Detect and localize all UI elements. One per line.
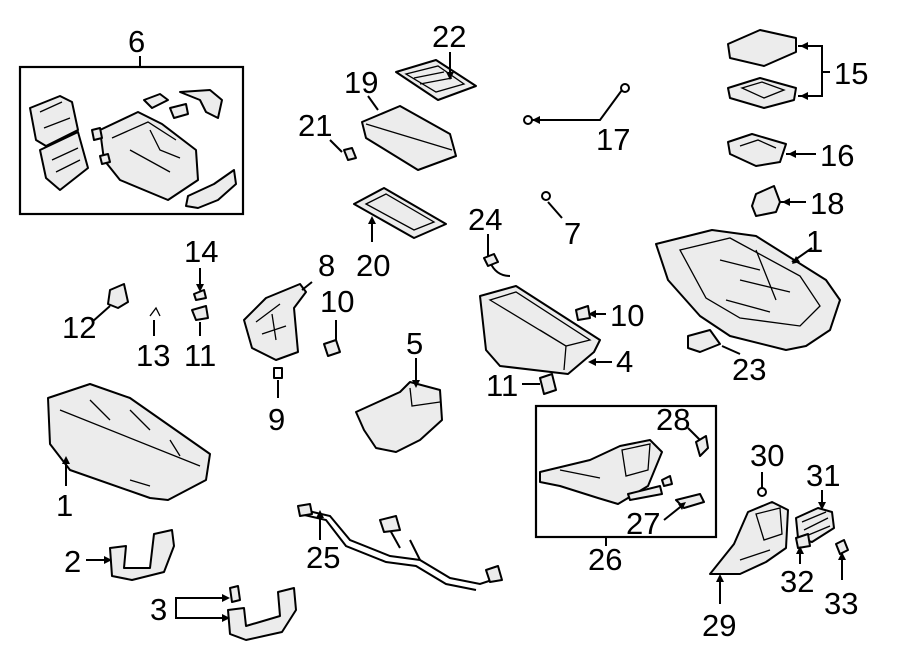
part-4-bin bbox=[479, 285, 612, 375]
callout-22: 22 bbox=[432, 19, 466, 54]
part-26-inset bbox=[534, 404, 718, 546]
part-32-knob bbox=[795, 533, 811, 564]
callout-32: 32 bbox=[780, 564, 814, 599]
part-23-switch bbox=[687, 329, 741, 355]
callout-19: 19 bbox=[344, 65, 378, 100]
callout-6: 6 bbox=[128, 24, 145, 59]
callout-8: 8 bbox=[318, 248, 335, 283]
part-14-clip bbox=[193, 268, 207, 301]
part-18-clip bbox=[751, 185, 806, 217]
callout-24: 24 bbox=[468, 202, 502, 237]
callout-4: 4 bbox=[616, 344, 633, 379]
part-33-clip bbox=[835, 539, 849, 580]
part-12-clip bbox=[91, 283, 129, 323]
callout-20: 20 bbox=[356, 248, 390, 283]
callout-30: 30 bbox=[750, 438, 784, 473]
part-20-panel bbox=[353, 187, 447, 242]
part-11-clip-left bbox=[191, 305, 209, 336]
callout-7: 7 bbox=[564, 216, 581, 251]
part-16-bracket bbox=[727, 133, 816, 167]
callout-16: 16 bbox=[820, 138, 854, 173]
part-9-plug bbox=[273, 367, 283, 398]
callout-1b: 1 bbox=[56, 488, 73, 523]
callout-1a: 1 bbox=[806, 224, 823, 259]
callout-2: 2 bbox=[64, 544, 81, 579]
part-29-trim bbox=[709, 501, 789, 604]
callout-13: 13 bbox=[136, 338, 170, 373]
part-7-fastener bbox=[541, 191, 563, 219]
part-2-bracket bbox=[86, 529, 175, 581]
callout-29: 29 bbox=[702, 608, 736, 643]
part-15-pads bbox=[727, 29, 830, 109]
part-10-knob-right bbox=[575, 305, 606, 321]
callout-17: 17 bbox=[596, 122, 630, 157]
part-1-left-panel bbox=[47, 383, 211, 501]
part-6-inset bbox=[18, 56, 245, 216]
callout-23: 23 bbox=[732, 352, 766, 387]
callout-10b: 10 bbox=[610, 298, 644, 333]
part-5-cover bbox=[355, 358, 443, 453]
callout-26: 26 bbox=[588, 542, 622, 577]
part-21-clip bbox=[329, 139, 357, 161]
part-3-brackets bbox=[175, 585, 297, 641]
callout-11b: 11 bbox=[486, 368, 518, 403]
part-10-knob-left bbox=[323, 320, 341, 357]
callout-14: 14 bbox=[184, 234, 218, 269]
callout-15: 15 bbox=[834, 56, 868, 91]
part-8-side-panel bbox=[243, 281, 313, 361]
callout-28: 28 bbox=[656, 402, 690, 437]
callout-21: 21 bbox=[298, 108, 332, 143]
callout-33: 33 bbox=[824, 586, 858, 621]
callout-5: 5 bbox=[406, 326, 423, 361]
callout-18: 18 bbox=[810, 186, 844, 221]
part-25-harness bbox=[297, 503, 503, 591]
callout-25: 25 bbox=[306, 540, 340, 575]
part-19-lid bbox=[361, 95, 457, 171]
callout-27: 27 bbox=[626, 506, 660, 541]
part-24-connector bbox=[483, 234, 511, 277]
callout-3: 3 bbox=[150, 592, 167, 627]
callout-31: 31 bbox=[806, 458, 840, 493]
part-30-fastener bbox=[757, 472, 767, 497]
callout-11a: 11 bbox=[184, 338, 216, 373]
part-31-vent bbox=[795, 490, 835, 543]
part-13-clip bbox=[149, 306, 161, 336]
callout-12: 12 bbox=[62, 310, 96, 345]
part-17-cable bbox=[523, 83, 630, 125]
callout-10a: 10 bbox=[320, 284, 354, 319]
part-1-right-panel bbox=[655, 229, 841, 351]
part-11-clip-right bbox=[522, 373, 557, 395]
callout-9: 9 bbox=[268, 402, 285, 437]
callout-labels: 6 22 19 21 17 15 16 18 7 24 20 14 8 10 1… bbox=[56, 19, 868, 643]
part-22-tray bbox=[395, 52, 477, 101]
